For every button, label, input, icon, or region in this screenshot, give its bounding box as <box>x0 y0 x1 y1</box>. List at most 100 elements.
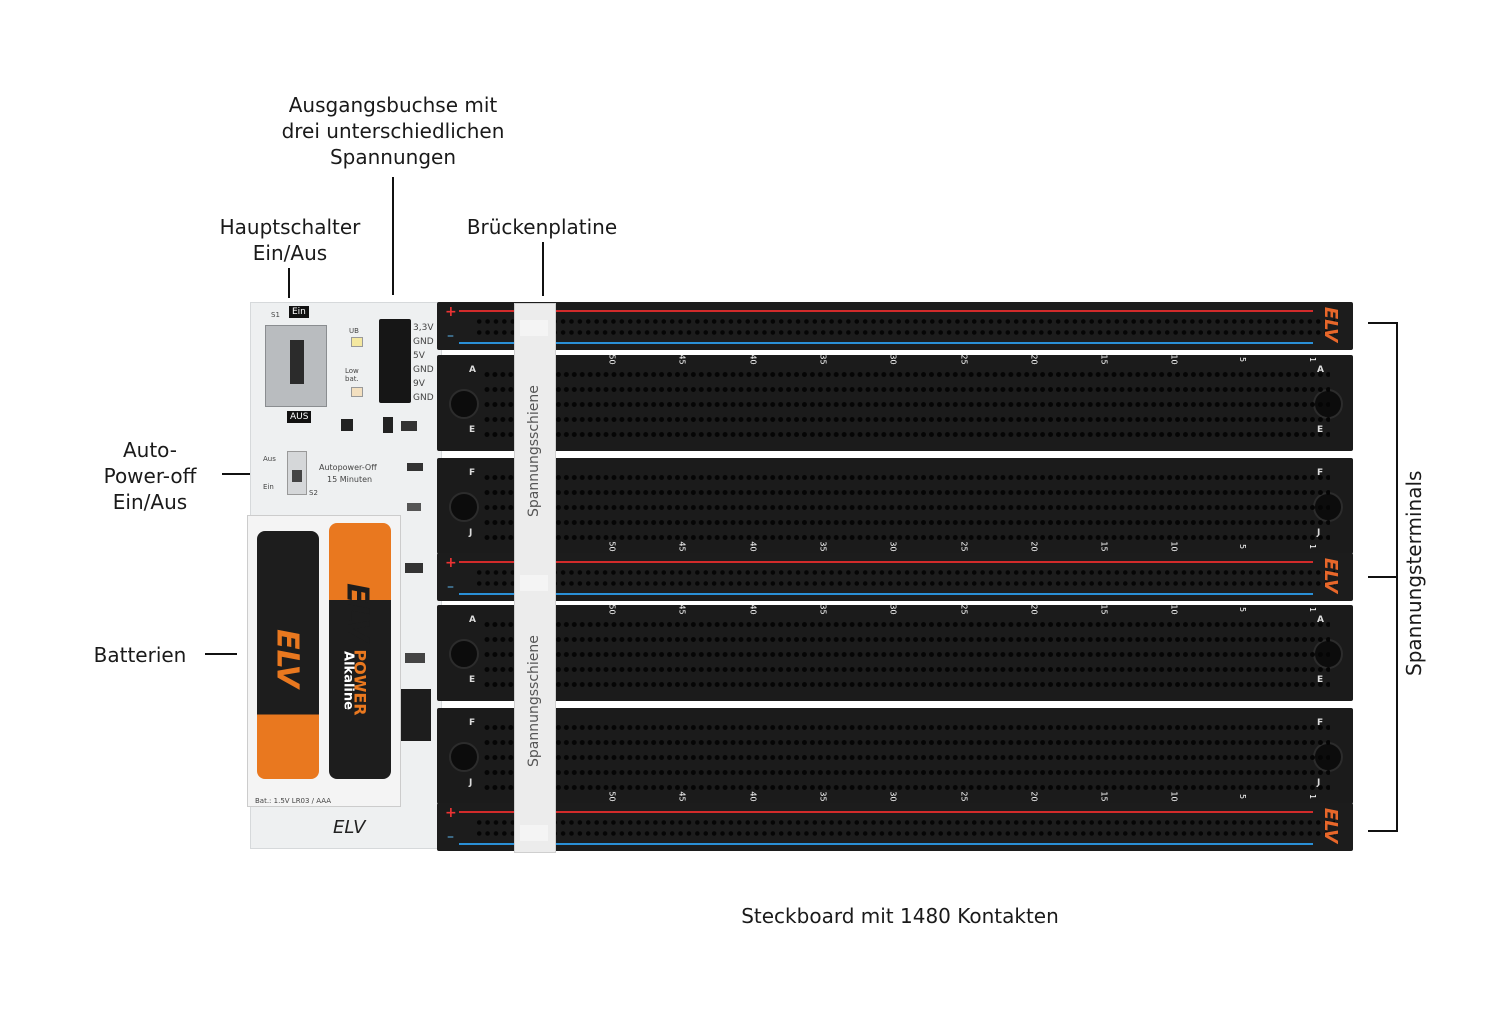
ein-label: Ein <box>263 483 274 491</box>
rail-logo: ELV <box>1320 807 1342 844</box>
battery-alkaline: Alkaline <box>340 651 356 710</box>
column-number: 25 <box>959 541 969 552</box>
label-line: Ausgangsbuchse mit <box>288 93 498 117</box>
plus-sign: + <box>445 555 457 571</box>
mount-hole <box>449 389 479 419</box>
column-number: 30 <box>888 604 898 615</box>
ub-led <box>351 337 363 347</box>
low-bat-label: Low bat. <box>345 367 359 383</box>
label-line: Power-off <box>103 464 197 488</box>
bar-label-top: Spannungsschiene <box>526 385 542 517</box>
column-number: 30 <box>888 791 898 802</box>
column-number: 10 <box>1169 604 1179 615</box>
voltage-label: 3,3V <box>413 323 434 333</box>
column-number: 1 <box>1308 543 1318 550</box>
bridge-terminal <box>520 575 548 591</box>
plus-sign: + <box>445 805 457 821</box>
rail-logo: ELV <box>1320 557 1342 594</box>
column-number: 35 <box>818 354 828 365</box>
column-number: 45 <box>677 604 687 615</box>
battery-spec: Bat.: 1.5V LR03 / AAA <box>255 797 332 805</box>
hole-grid <box>483 720 1330 795</box>
voltage-label: 9V <box>413 379 425 389</box>
label-hauptschalter: Hauptschalter Ein/Aus <box>200 214 380 266</box>
column-number: 35 <box>818 604 828 615</box>
row-letter: F <box>469 468 476 478</box>
output-header[interactable] <box>379 319 411 403</box>
column-number: 5 <box>1237 606 1247 613</box>
autopower-text: Autopower-Off <box>319 463 377 472</box>
rail-blue-line <box>459 593 1313 595</box>
voltage-label: GND <box>413 393 434 403</box>
label-line: Spannungen <box>329 145 457 169</box>
smd-column <box>401 453 431 773</box>
column-number: 50 <box>607 791 617 802</box>
column-number: 40 <box>748 791 758 802</box>
column-number: 10 <box>1169 541 1179 552</box>
row-letter: J <box>469 778 473 788</box>
hole-grid <box>475 817 1335 839</box>
switch-on-tag: Ein <box>289 306 309 318</box>
minus-sign: – <box>447 328 454 344</box>
column-number: 15 <box>1099 791 1109 802</box>
bar-label-bottom: Spannungsschiene <box>526 635 542 767</box>
column-number: 45 <box>677 541 687 552</box>
column-number: 30 <box>888 541 898 552</box>
column-number: 40 <box>748 541 758 552</box>
mount-hole <box>449 742 479 772</box>
column-number: 1 <box>1308 356 1318 363</box>
leader-hauptschalter <box>288 268 290 298</box>
rail-red-line <box>459 310 1313 312</box>
label-autopower: Auto- Power-off Ein/Aus <box>80 437 220 515</box>
battery-left: ELV <box>257 531 319 779</box>
column-number: 20 <box>1029 604 1039 615</box>
label-batterien: Batterien <box>93 643 187 667</box>
column-number: 40 <box>748 604 758 615</box>
column-number: 5 <box>1237 793 1247 800</box>
s2-label: S2 <box>309 489 318 497</box>
battery-brand: ELV <box>269 629 305 688</box>
voltage-label: GND <box>413 337 434 347</box>
plus-sign: + <box>445 304 457 320</box>
column-number: 35 <box>818 791 828 802</box>
voltage-label: GND <box>413 365 434 375</box>
leader-ausgangsbuchse <box>392 177 394 295</box>
label-line: Hauptschalter <box>219 215 361 239</box>
label-line: Ein/Aus <box>252 241 328 265</box>
main-switch[interactable] <box>265 325 327 407</box>
label-line: Auto- <box>122 438 178 462</box>
column-number: 20 <box>1029 354 1039 365</box>
label-spannungsterminals: Spannungsterminals <box>1402 470 1426 676</box>
column-number: 10 <box>1169 354 1179 365</box>
hole-grid <box>483 617 1330 692</box>
terminal-strip: AEAE50454035302520151051 <box>437 354 1353 451</box>
aus-label: Aus <box>263 455 276 463</box>
column-number: 35 <box>818 541 828 552</box>
bridge-terminal <box>520 825 548 841</box>
row-letter: F <box>469 718 476 728</box>
mount-hole <box>449 639 479 669</box>
rail-blue-line <box>459 342 1313 344</box>
leader-batterien <box>205 653 237 655</box>
row-letter: A <box>469 615 476 625</box>
column-number: 10 <box>1169 791 1179 802</box>
bridge-terminal <box>520 320 548 336</box>
column-number: 50 <box>607 354 617 365</box>
rail-red-line <box>459 811 1313 813</box>
low-bat-led <box>351 387 363 397</box>
column-number: 15 <box>1099 604 1109 615</box>
smd-area <box>311 413 431 443</box>
hole-grid <box>483 367 1330 442</box>
column-number: 25 <box>959 791 969 802</box>
autopower-switch[interactable] <box>287 451 307 495</box>
column-number: 15 <box>1099 541 1109 552</box>
terminal-strip: FJFJ50454035302520151051 <box>437 708 1353 804</box>
terminal-strip: AEAE50454035302520151051 <box>437 604 1353 701</box>
label-ausgangsbuchse: Ausgangsbuchse mit drei unterschiedliche… <box>268 92 518 170</box>
rail-blue-line <box>459 843 1313 845</box>
label-brueckenplatine: Brückenplatine <box>466 215 618 239</box>
mount-hole <box>449 492 479 522</box>
rail-red-line <box>459 561 1313 563</box>
s1-label: S1 <box>271 311 280 319</box>
column-number: 30 <box>888 354 898 365</box>
